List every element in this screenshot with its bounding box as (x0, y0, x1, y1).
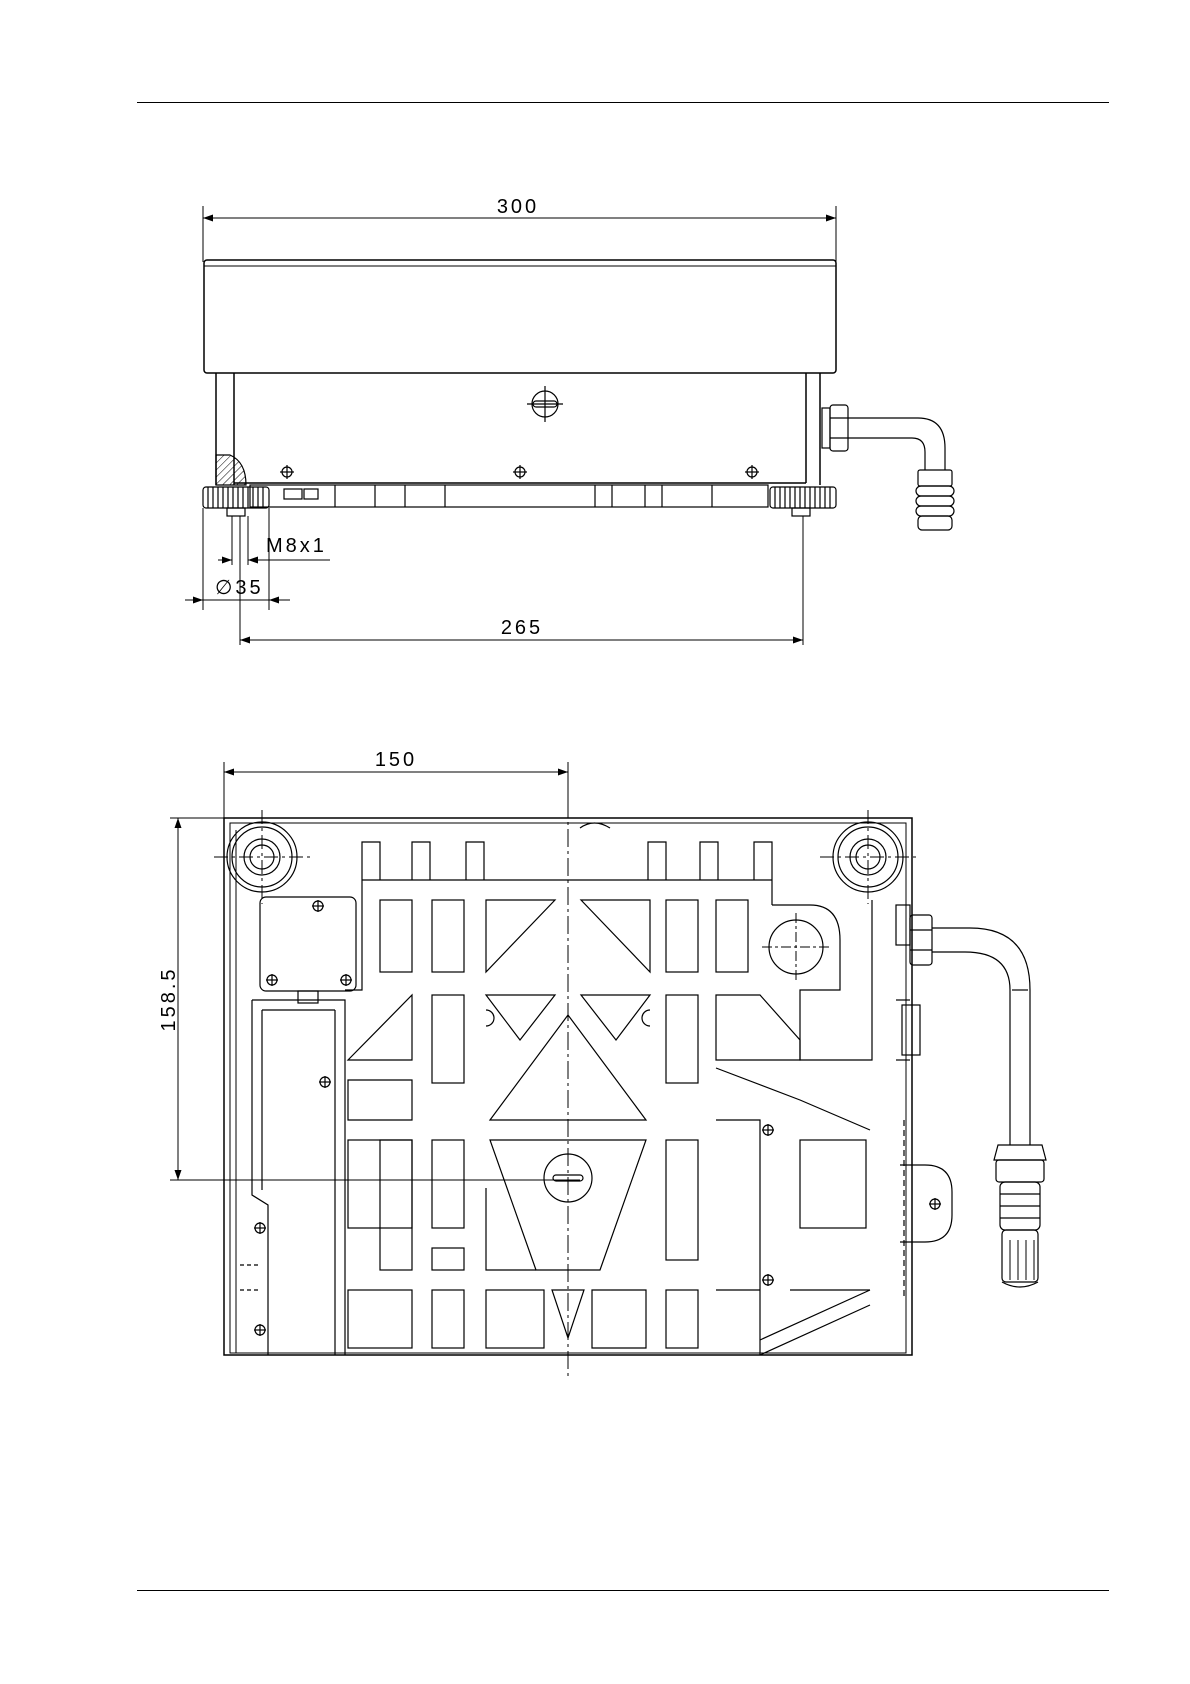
base-frame (250, 485, 768, 507)
electronics-box (260, 897, 356, 1003)
right-side-fittings (896, 905, 952, 1300)
dim-thread-label: M8x1 (266, 535, 327, 557)
rib-structure (345, 880, 870, 1355)
cable-connector-bottom (910, 915, 1046, 1287)
level-mark-icon (527, 386, 563, 422)
width-dimension: 300 (203, 196, 836, 262)
weighing-platter (204, 260, 836, 373)
dim-158-label: 158.5 (158, 966, 180, 1031)
foot-top-right (820, 810, 918, 904)
bottom-view: 150 158.5 (158, 749, 1046, 1380)
foot-dimensions: M8x1 ∅35 (185, 508, 330, 645)
side-view: 300 (185, 196, 954, 645)
dim-150-label: 150 (375, 749, 417, 771)
depth-dimension: 158.5 (158, 818, 580, 1180)
foot-top-left (214, 810, 310, 904)
left-rail (240, 1000, 345, 1355)
screw-icons (280, 465, 759, 479)
dim-diameter-label: ∅35 (215, 577, 264, 599)
half-width-dimension: 150 (224, 749, 568, 820)
housing-body (216, 373, 820, 485)
left-foot (203, 487, 269, 516)
right-foot (770, 487, 836, 516)
dim-300-label: 300 (497, 196, 539, 218)
dim-265-label: 265 (501, 617, 543, 639)
cable-connector-side (822, 405, 954, 530)
